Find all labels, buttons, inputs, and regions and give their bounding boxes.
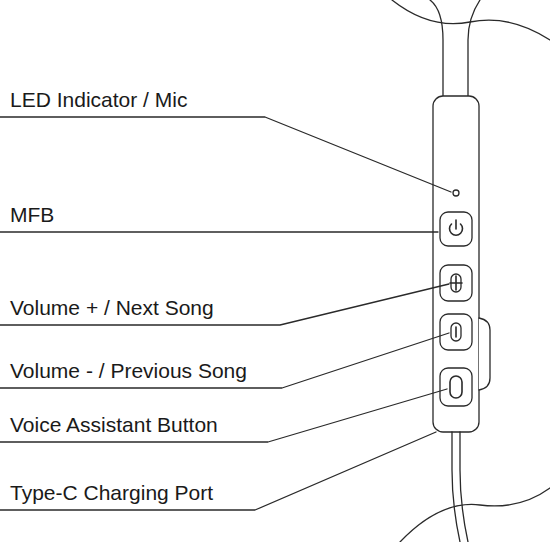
neckband-curve (392, 0, 550, 40)
button-key (451, 274, 461, 292)
leader-line (0, 284, 449, 325)
part-label: Volume + / Next Song (10, 295, 214, 320)
remote-body (433, 96, 479, 432)
leader-line (0, 231, 438, 232)
part-label: Voice Assistant Button (10, 412, 218, 437)
leader-line (0, 117, 451, 192)
minus-icon (455, 327, 457, 337)
voice-icon (450, 376, 462, 398)
power-icon (455, 220, 457, 229)
voice-button (440, 368, 472, 406)
cable-outline (430, 0, 443, 96)
plus-icon (450, 282, 462, 284)
part-label: MFB (10, 202, 54, 227)
led-dot (453, 190, 459, 196)
volume-down-button (440, 314, 472, 350)
cable-outline (452, 432, 460, 542)
side-bump (479, 318, 490, 390)
leader-line (0, 333, 449, 388)
volume-up-button (440, 265, 472, 301)
mfb-button (440, 212, 472, 246)
part-label: LED Indicator / Mic (10, 87, 187, 112)
part-label: Volume - / Previous Song (10, 358, 247, 383)
cable-outline (468, 0, 480, 96)
leader-line (0, 389, 447, 442)
leader-line (0, 432, 436, 510)
part-label: Type-C Charging Port (10, 480, 213, 505)
button-key (451, 323, 461, 341)
cable-outline (460, 432, 468, 542)
cable-curve (400, 488, 550, 542)
